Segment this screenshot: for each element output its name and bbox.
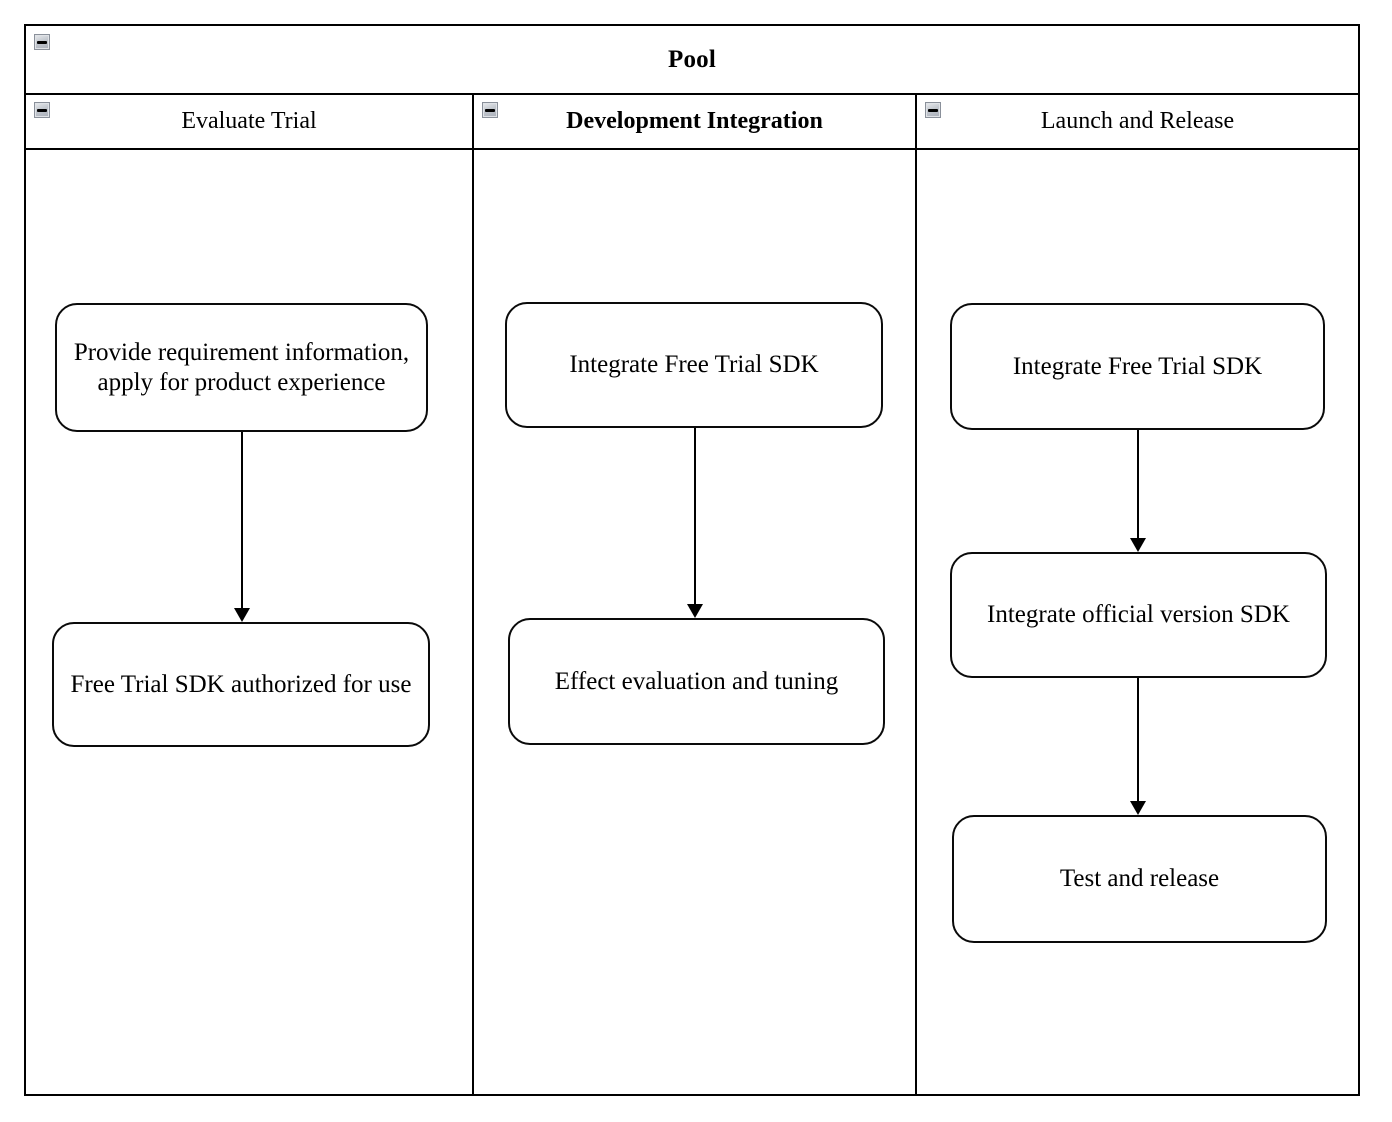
lane-development-integration-header: Development Integration [474,95,915,150]
arrow-line [1137,430,1139,541]
task-label: Integrate Free Trial SDK [1012,352,1263,380]
minus-icon [37,108,47,112]
lane-development-integration-body: Integrate Free Trial SDK Effect evaluati… [474,150,915,1094]
task-effect-evaluation-tuning[interactable]: Effect evaluation and tuning [508,618,885,745]
pool-title: Pool [667,45,717,73]
task-label: Provide requirement information, apply f… [73,338,410,396]
lane-evaluate-trial: Evaluate Trial Provide requirement infor… [26,95,474,1094]
task-label: Test and release [1059,865,1220,892]
arrow-line [241,432,243,611]
task-free-trial-sdk-authorized[interactable]: Free Trial SDK authorized for use [52,622,430,747]
minus-icon [485,108,495,112]
lanes-container: Evaluate Trial Provide requirement infor… [26,95,1358,1094]
lane-launch-and-release-collapse-button[interactable] [925,102,941,118]
flow-arrow [1130,430,1146,552]
pool-collapse-button[interactable] [34,34,50,50]
lane-launch-and-release-header: Launch and Release [917,95,1358,150]
lane-evaluate-trial-header: Evaluate Trial [26,95,472,150]
pool-header: Pool [26,26,1358,95]
lane-title: Development Integration [566,108,823,134]
task-label: Integrate official version SDK [987,601,1290,628]
task-test-and-release[interactable]: Test and release [952,815,1327,943]
lane-evaluate-trial-collapse-button[interactable] [34,102,50,118]
task-label: Integrate Free Trial SDK [569,351,819,378]
arrow-head-icon [1130,538,1146,552]
task-integrate-free-trial-sdk[interactable]: Integrate Free Trial SDK [505,302,883,428]
task-label: Free Trial SDK authorized for use [70,670,412,698]
lane-title: Evaluate Trial [181,108,317,134]
arrow-head-icon [687,604,703,618]
task-label: Effect evaluation and tuning [554,667,839,695]
flow-arrow [1130,678,1146,815]
arrow-line [694,428,696,607]
pool: Pool Evaluate Trial Provide requirement … [24,24,1360,1096]
minus-icon [928,108,938,112]
flow-arrow [234,432,250,622]
task-integrate-free-trial-sdk-2[interactable]: Integrate Free Trial SDK [950,303,1325,430]
minus-icon [37,40,47,44]
lane-development-integration: Development Integration Integrate Free T… [474,95,917,1094]
lane-title: Launch and Release [1040,108,1235,134]
task-provide-requirement-info[interactable]: Provide requirement information, apply f… [55,303,428,432]
arrow-line [1137,678,1139,804]
task-integrate-official-version-sdk[interactable]: Integrate official version SDK [950,552,1327,678]
flow-arrow [687,428,703,618]
lane-development-integration-collapse-button[interactable] [482,102,498,118]
arrow-head-icon [234,608,250,622]
lane-launch-and-release: Launch and Release Integrate Free Trial … [917,95,1358,1094]
lane-evaluate-trial-body: Provide requirement information, apply f… [26,150,472,1094]
lane-launch-and-release-body: Integrate Free Trial SDK Integrate offic… [917,150,1358,1094]
arrow-head-icon [1130,801,1146,815]
